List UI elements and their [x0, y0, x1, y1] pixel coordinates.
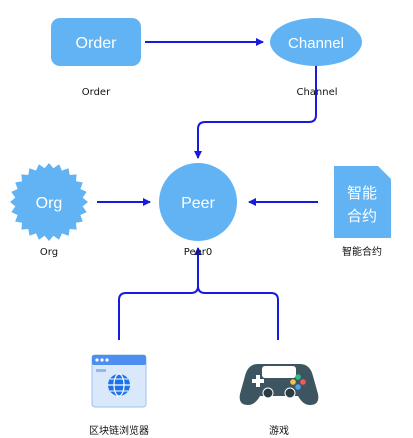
org-seal-shape	[10, 163, 88, 241]
org-node-label: Org	[36, 195, 63, 212]
contract-caption: 智能合约	[342, 245, 382, 258]
peer-caption: Peer0	[184, 247, 212, 258]
edges	[97, 38, 318, 340]
channel-node-label: Channel	[288, 35, 344, 52]
order-node[interactable]: Order	[51, 18, 141, 66]
peer-node[interactable]: Peer	[159, 163, 237, 241]
order-node-label: Order	[76, 35, 118, 52]
edge-game-to-peer	[197, 285, 279, 340]
channel-caption: Channel	[296, 87, 337, 98]
globe-window-icon[interactable]	[91, 354, 147, 408]
edge-browser-to-peer	[118, 247, 202, 340]
contract-node-label-line1: 智能	[347, 184, 377, 202]
org-caption: Org	[40, 247, 58, 258]
contract-node-label-line2: 合约	[347, 208, 377, 225]
contract-node[interactable]: 智能 合约	[334, 166, 391, 238]
order-caption: Order	[82, 87, 111, 98]
browser-caption: 区块链浏览器	[89, 424, 149, 437]
peer-node-label: Peer	[181, 195, 215, 212]
gamepad-icon[interactable]	[239, 364, 319, 405]
edge-channel-to-peer	[194, 65, 317, 159]
game-caption: 游戏	[269, 424, 289, 437]
org-node[interactable]: Org	[10, 163, 88, 241]
channel-node[interactable]: Channel	[270, 18, 362, 66]
